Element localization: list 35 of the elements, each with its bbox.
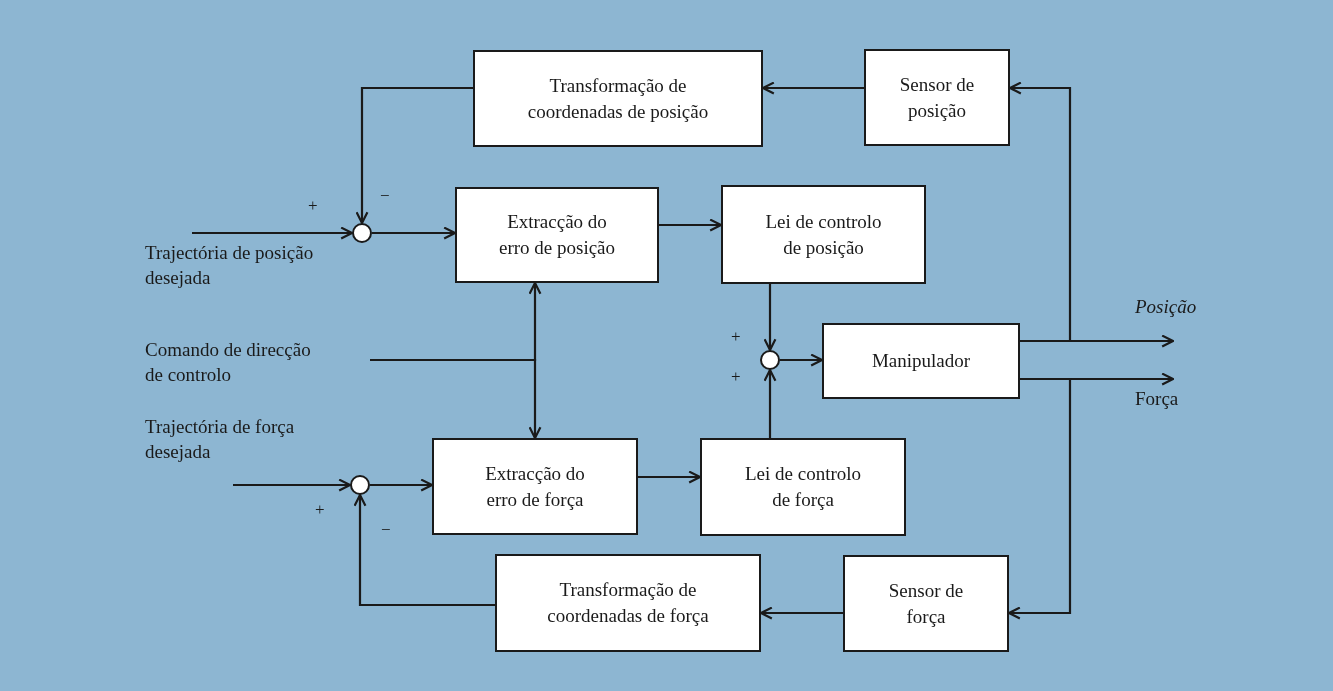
block-box: Manipulador (822, 323, 1020, 399)
arrow (353, 493, 495, 607)
summing-junction (352, 223, 372, 243)
sign-label: + (731, 367, 741, 387)
arrow (370, 478, 434, 492)
block-box: Sensor de posição (864, 49, 1010, 146)
arrow (763, 368, 777, 438)
arrow (763, 284, 777, 352)
input-signal-label: Comando de direcção de controlo (145, 338, 370, 392)
arrow (355, 86, 473, 225)
arrow (659, 218, 723, 232)
sign-label: − (380, 186, 390, 206)
summing-junction (350, 475, 370, 495)
arrow (370, 358, 542, 440)
block-box: Extracção do erro de força (432, 438, 638, 535)
sign-label: + (308, 196, 318, 216)
arrow (638, 470, 702, 484)
sign-label: − (381, 520, 391, 540)
block-box: Lei de controlo de força (700, 438, 906, 536)
block-box: Extracção do erro de posição (455, 187, 659, 283)
output-label: Posição (1135, 296, 1197, 318)
arrow (233, 478, 352, 492)
sign-label: + (731, 327, 741, 347)
sign-label: + (315, 500, 325, 520)
block-box: Transformação de coordenadas de força (495, 554, 761, 652)
output-label: Força (1135, 388, 1179, 410)
block-box: Lei de controlo de posição (721, 185, 926, 284)
block-box: Transformação de coordenadas de posição (473, 50, 763, 147)
arrow (780, 353, 824, 367)
input-signal-label: Trajectória de força desejada (145, 415, 380, 485)
block-box: Sensor de força (843, 555, 1009, 652)
arrow (372, 226, 457, 240)
input-signal-label: Trajectória de posição desejada (145, 233, 380, 293)
arrow (192, 226, 354, 240)
summing-junction (760, 350, 780, 370)
